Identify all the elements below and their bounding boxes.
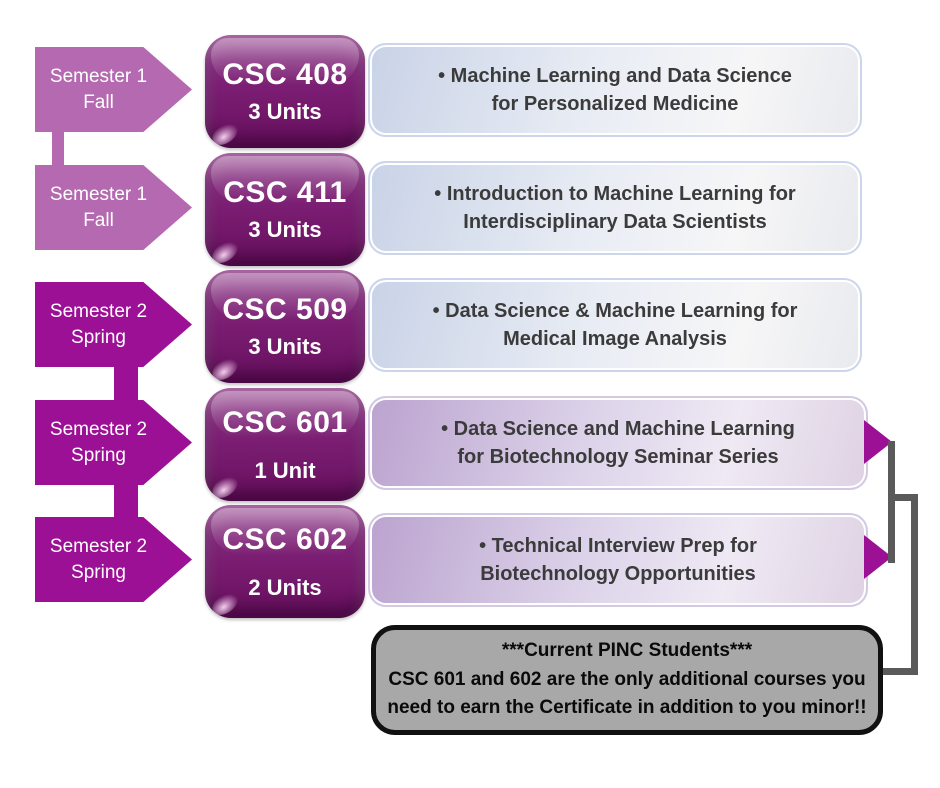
description-line: Medical Image Analysis <box>503 328 727 350</box>
course-units: 2 Units <box>248 574 322 600</box>
semester-arrow: Semester 2 Spring <box>35 400 192 485</box>
course-row-csc408: Semester 1 Fall CSC 408 3 Units • Machin… <box>0 35 940 153</box>
semester-label: Semester 1 <box>49 183 148 205</box>
connector-line-vertical-outer <box>911 494 918 675</box>
course-description: • Introduction to Machine Learning for I… <box>368 161 862 255</box>
connector-line-jog <box>888 494 918 501</box>
course-code: CSC 408 <box>222 58 348 91</box>
semester2-connector-bar-bottom <box>114 481 138 521</box>
description-line: Biotechnology Opportunities <box>480 563 756 585</box>
course-box: CSC 509 3 Units <box>205 270 365 383</box>
course-description: • Data Science & Machine Learning for Me… <box>368 278 862 372</box>
semester-label: Semester 2 <box>49 535 148 557</box>
course-box: CSC 602 2 Units <box>205 505 365 618</box>
course-box: CSC 601 1 Unit <box>205 388 365 501</box>
semester-label: Semester 1 <box>49 65 148 87</box>
connector-line-vertical-inner <box>888 441 895 563</box>
semester-label: Semester 2 <box>49 418 148 440</box>
description-line: for Personalized Medicine <box>491 93 739 115</box>
note-line: need to earn the Certificate in addition… <box>387 697 867 719</box>
semester-label: Semester 2 <box>49 300 148 322</box>
course-row-csc601: Semester 2 Spring CSC 601 1 Unit • Data … <box>0 388 940 506</box>
note-title: ***Current PINC Students*** <box>501 640 753 662</box>
description-line: • Data Science & Machine Learning for <box>432 299 798 322</box>
semester2-connector-bar-top <box>114 362 138 404</box>
course-box: CSC 411 3 Units <box>205 153 365 266</box>
semester-arrow: Semester 2 Spring <box>35 282 192 367</box>
course-description: • Machine Learning and Data Science for … <box>368 43 862 137</box>
course-row-csc411: Semester 1 Fall CSC 411 3 Units • Introd… <box>0 153 940 271</box>
description-line: • Data Science and Machine Learning <box>441 417 795 440</box>
term-label: Spring <box>71 326 126 348</box>
course-code: CSC 601 <box>222 405 348 439</box>
description-line: • Technical Interview Prep for <box>479 534 757 557</box>
note-line: CSC 601 and 602 are the only additional … <box>388 668 866 690</box>
course-units: 1 Unit <box>254 457 316 483</box>
term-label: Spring <box>71 561 126 583</box>
semester-arrow: Semester 1 Fall <box>35 165 192 250</box>
course-description: • Data Science and Machine Learning for … <box>368 396 868 490</box>
course-units: 3 Units <box>248 217 322 242</box>
course-code: CSC 602 <box>222 522 348 556</box>
course-code: CSC 509 <box>222 293 348 326</box>
connector-line-to-note <box>880 668 918 675</box>
course-code: CSC 411 <box>223 176 347 209</box>
note-box: ***Current PINC Students*** CSC 601 and … <box>371 625 883 735</box>
description-line: for Biotechnology Seminar Series <box>457 446 779 468</box>
course-units: 3 Units <box>248 99 322 124</box>
course-box: CSC 408 3 Units <box>205 35 365 148</box>
semester-arrow: Semester 1 Fall <box>35 47 192 132</box>
term-label: Fall <box>83 209 114 231</box>
description-line: • Introduction to Machine Learning for <box>434 182 796 205</box>
course-row-csc509: Semester 2 Spring CSC 509 3 Units • Data… <box>0 270 940 388</box>
semester-arrow: Semester 2 Spring <box>35 517 192 602</box>
description-line: Interdisciplinary Data Scientists <box>463 211 767 233</box>
term-label: Spring <box>71 444 126 466</box>
course-units: 3 Units <box>248 334 322 359</box>
course-row-csc602: Semester 2 Spring CSC 602 2 Units • Tech… <box>0 505 940 623</box>
description-line: • Machine Learning and Data Science <box>438 64 792 87</box>
term-label: Fall <box>83 91 114 113</box>
course-description: • Technical Interview Prep for Biotechno… <box>368 513 868 607</box>
semester1-connector-bar <box>52 126 64 168</box>
